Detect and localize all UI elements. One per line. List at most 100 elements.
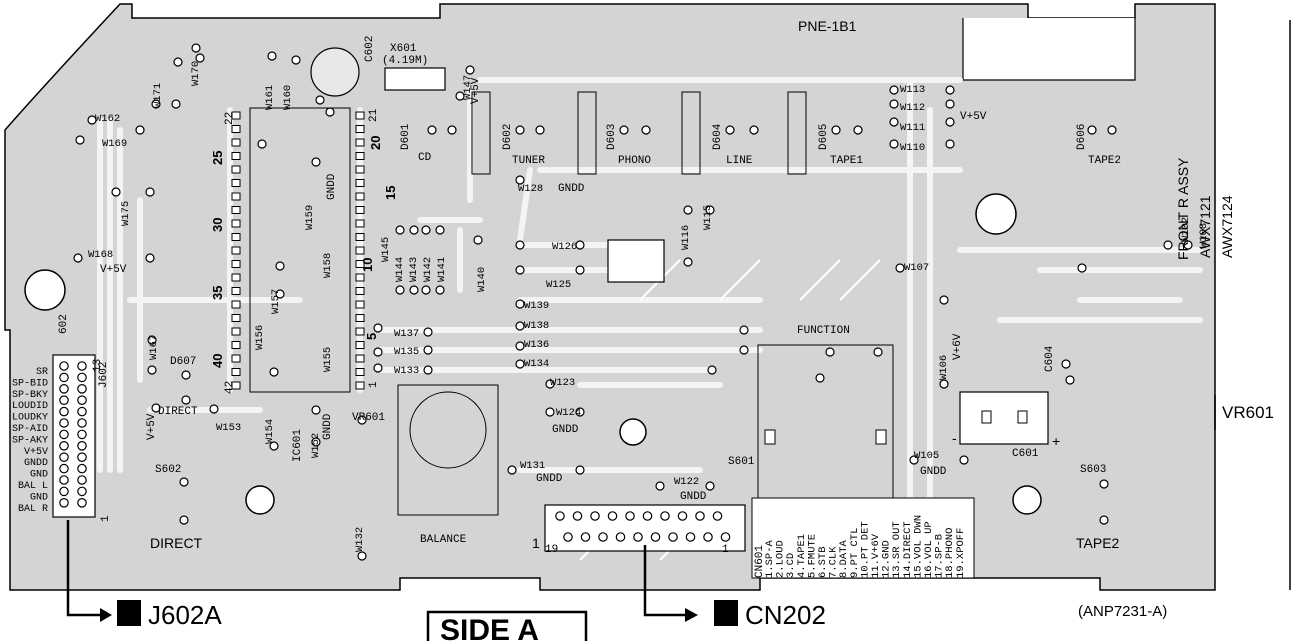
- solder-pad: [111, 187, 121, 197]
- solder-pad: [515, 341, 525, 351]
- solder-pad: [147, 335, 157, 345]
- cn601-pin-label: 19.XPOFF: [955, 528, 967, 578]
- led-label-phono: PHONO: [618, 155, 651, 167]
- jumper-label: W167: [148, 335, 160, 360]
- mount-hole: [619, 418, 647, 446]
- solder-pad: [945, 99, 955, 109]
- solder-pad: [939, 379, 949, 389]
- ic-pin-pad: [355, 233, 365, 241]
- vr601-body: [409, 391, 487, 469]
- solder-pad: [1061, 359, 1071, 369]
- solder-pad: [939, 295, 949, 305]
- j602-pin: [77, 486, 87, 497]
- cn601-pin-table: [751, 497, 975, 579]
- cn601-pin: [607, 511, 618, 521]
- j602-pin-label: GNDD: [24, 458, 48, 469]
- ic-pin-pad: [231, 381, 241, 390]
- solder-pad: [515, 175, 525, 185]
- ic-pin-22: 22: [224, 112, 236, 125]
- solder-pad: [173, 57, 183, 67]
- solder-pad: [575, 240, 585, 250]
- ic-pin-pad: [231, 233, 241, 241]
- solder-pad: [151, 403, 161, 413]
- ic-pin-pad: [355, 354, 365, 363]
- j602-pin: [77, 452, 87, 462]
- cn601-pin-label: 3.CD: [785, 553, 797, 578]
- cn601-pin-label: 15.VOL DWN: [912, 515, 924, 578]
- jumper-label: W132: [354, 527, 366, 552]
- jumper-label: W153: [216, 422, 241, 434]
- ic-pin-pad: [231, 111, 241, 120]
- jumper-label: W110: [900, 142, 925, 154]
- net-gndd: GNDD: [326, 173, 338, 200]
- target-j602a: J602A: [148, 600, 222, 630]
- led-bar: [787, 91, 807, 175]
- j602-ref: J602: [98, 362, 110, 388]
- j602-pin: [59, 383, 69, 394]
- led-bar: [681, 91, 701, 175]
- j602-pin: [59, 440, 69, 451]
- ic-pin-pad: [355, 246, 365, 255]
- jumper-label: W145: [380, 237, 392, 262]
- solder-pad: [515, 125, 525, 135]
- j602-pin-labels: SRSP-BIDSP-BKYLOUDIDLOUDKYSP-AIDSP-AKYV+…: [12, 367, 48, 515]
- mount-hole: [1012, 485, 1042, 515]
- vr-callout: VR601: [1222, 403, 1274, 422]
- badge-d: [714, 600, 738, 626]
- j602-pin: [77, 406, 87, 417]
- cn601-body: [544, 504, 746, 552]
- solder-pad: [515, 299, 525, 309]
- jumper-label: W122: [674, 476, 699, 488]
- solder-pad: [831, 125, 841, 135]
- solder-pad: [311, 437, 321, 447]
- cn601-pin: [633, 532, 643, 542]
- cn601-pins: [555, 511, 731, 542]
- jumper-label: W113: [900, 84, 925, 96]
- cn601-pin: [660, 511, 670, 521]
- arrow-to-j602a: [66, 520, 100, 617]
- cn601-pin: [695, 511, 705, 521]
- cn601-side-1: 1: [532, 535, 540, 551]
- jumper-label: W152: [310, 433, 322, 458]
- side-a-label: SIDE A: [440, 614, 539, 641]
- solder-pad: [739, 325, 749, 335]
- cn601-pin: [712, 511, 723, 521]
- ic-pin-20: 20: [368, 136, 383, 150]
- ic-pin-15: 15: [383, 186, 398, 200]
- cn601-pin-label: 2.LOUD: [775, 540, 787, 578]
- solder-pad: [945, 85, 955, 95]
- j602-pin-label: SP-BKY: [12, 390, 48, 401]
- led-bar: [471, 91, 491, 175]
- ic-pin-pad: [355, 300, 365, 309]
- jumper-label: W107: [904, 262, 929, 274]
- ic-pin-pad: [231, 300, 241, 309]
- net-v5v: V+5V: [960, 111, 987, 123]
- solder-pad: [959, 455, 969, 465]
- j602-pin: [59, 418, 69, 428]
- ic-pin-pad: [231, 152, 241, 160]
- cn601-pin-label: 8.DATA: [838, 539, 850, 578]
- j602-pin-label: SP-AKY: [12, 435, 48, 446]
- cn601-pin-label: 13.SR OUT: [891, 521, 903, 578]
- j602-pin: [77, 429, 87, 440]
- ic-pin-21: 21: [368, 108, 380, 122]
- solder-pad: [889, 117, 899, 127]
- solder-pad: [473, 235, 483, 245]
- solder-pad: [423, 345, 433, 355]
- solder-pad: [311, 157, 321, 167]
- led-label-direct: DIRECT: [158, 406, 198, 418]
- switch-ref-s601: S601: [728, 456, 755, 468]
- solder-pad: [1099, 515, 1109, 525]
- solder-pad: [619, 125, 629, 135]
- led-ref-d602: D602: [502, 124, 514, 150]
- cn601-pin: [685, 532, 696, 542]
- cn601-pin-label: 7.CLK: [828, 546, 840, 578]
- cn601-pin: [650, 532, 661, 542]
- solder-pad: [575, 407, 585, 417]
- j602-pin-label: SP-AID: [12, 424, 48, 435]
- solder-pad: [435, 285, 445, 295]
- solder-pad: [423, 365, 433, 375]
- cn601-pin-label: 1.SP-A: [764, 539, 776, 578]
- solder-pad: [357, 551, 367, 561]
